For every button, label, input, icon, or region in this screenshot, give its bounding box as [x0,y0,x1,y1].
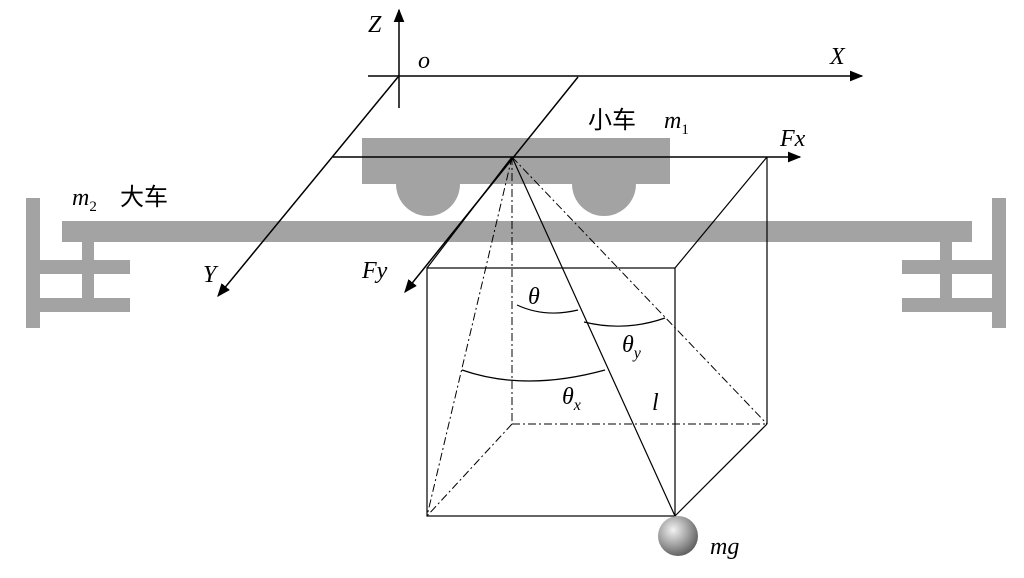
rope-and-edges [511,156,768,517]
angle-arcs [461,304,666,382]
bridge-label: 大车 [120,183,168,211]
theta-x-label: θx [562,384,581,414]
force-y-label: Fy [361,258,388,284]
x-axis-label: X [829,44,846,70]
load-ball [658,516,698,556]
trolley-label: 小车 [588,106,636,134]
bridge-structure [26,198,1006,328]
bridge-beam [62,221,972,242]
rope-length-label: l [652,390,659,416]
theta-label: θ [528,284,540,310]
trolley [362,138,670,216]
rope [511,156,676,517]
load-weight-label: mg [710,534,739,560]
theta-y-label: θy [622,332,642,362]
z-axis-label: Z [368,12,382,38]
hidden-edges [426,156,768,517]
force-x-label: Fx [779,126,806,152]
projection-box [426,156,768,517]
trolley-mass-label: m1 [664,108,689,138]
y-axis-label: Y [203,262,219,288]
origin-label: o [418,48,430,74]
bridge-mass-label: m2 [72,185,97,215]
